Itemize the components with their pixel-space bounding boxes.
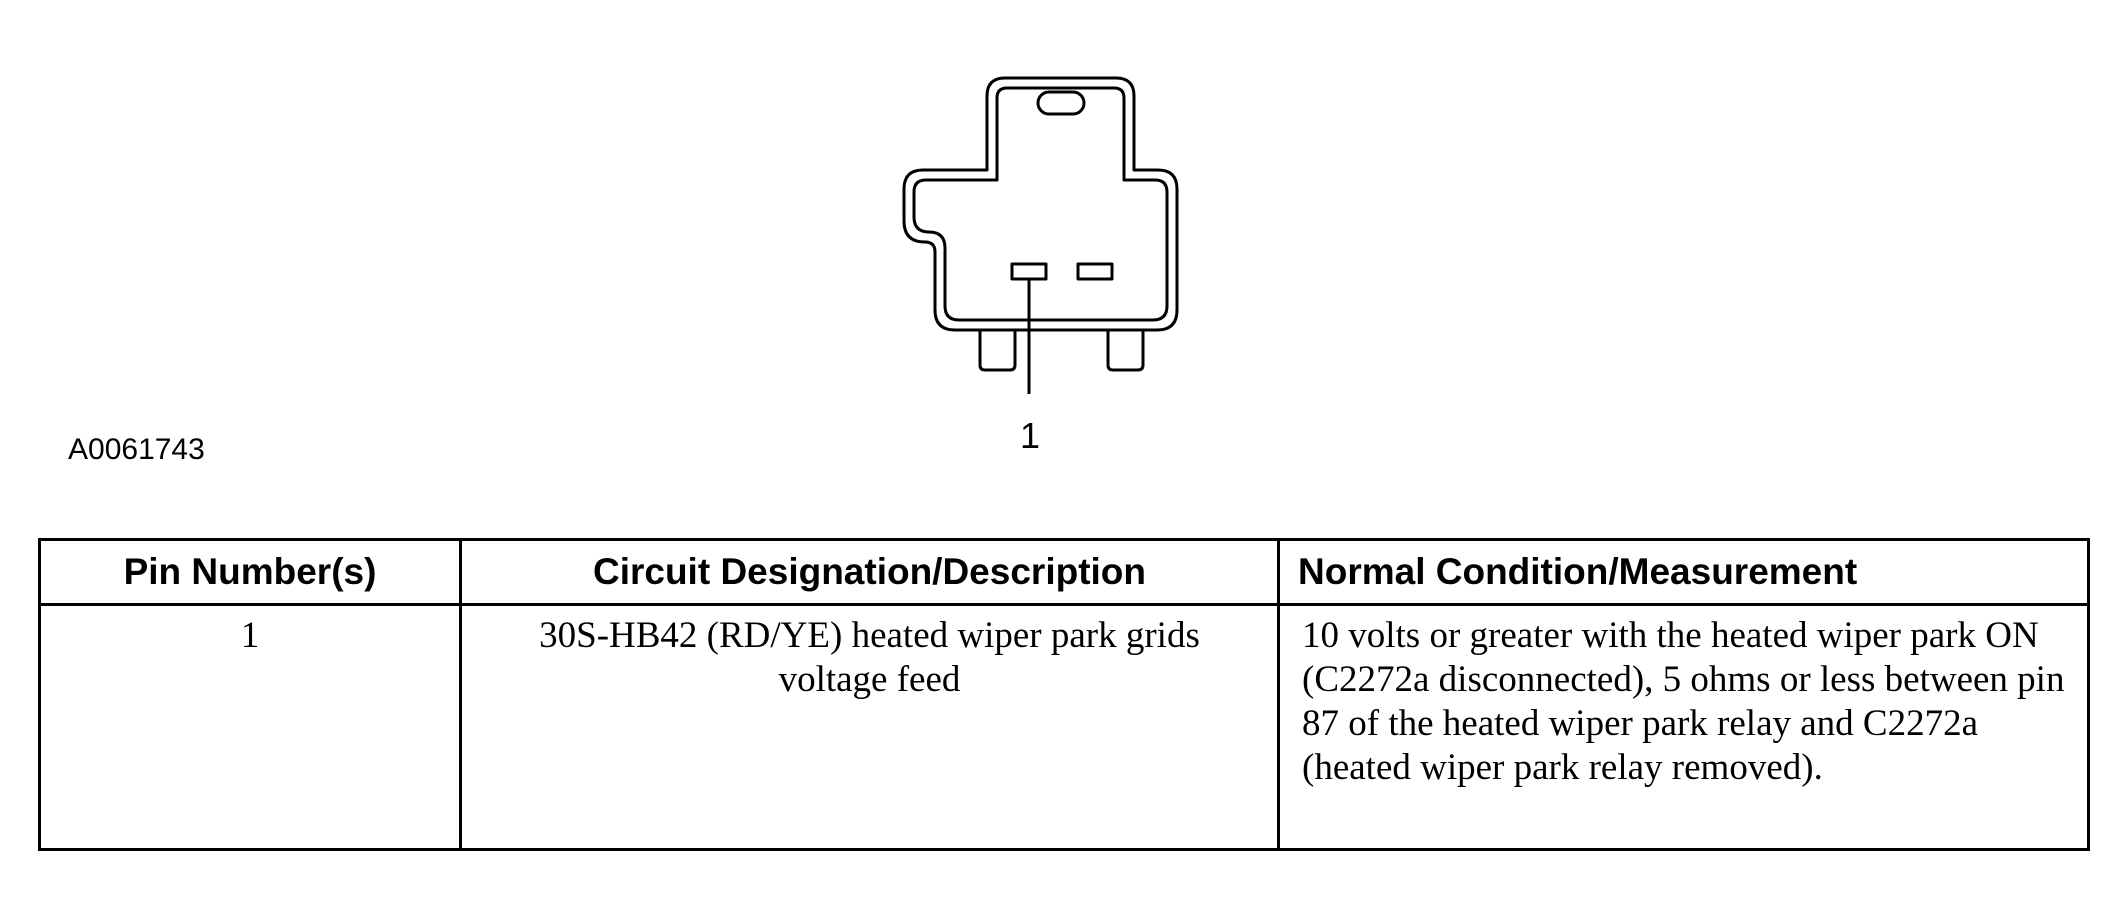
mounting-foot-left [978, 330, 1017, 372]
connector-housing-inner [912, 86, 1169, 322]
cell-normal-condition: 10 volts or greater with the heated wipe… [1277, 603, 2090, 851]
pin-1-terminal [1010, 262, 1048, 281]
figure-id: A0061743 [68, 433, 205, 466]
mounting-foot-right [1106, 330, 1145, 372]
connector-housing-outer [902, 76, 1179, 332]
latch-slot [1036, 90, 1086, 116]
cell-circuit-description: 30S-HB42 (RD/YE) heated wiper park grids… [459, 603, 1280, 851]
table-row: 1 30S-HB42 (RD/YE) heated wiper park gri… [38, 603, 2090, 851]
pin-2-terminal [1076, 262, 1114, 281]
header-normal-condition: Normal Condition/Measurement [1277, 538, 2090, 606]
table-header-row: Pin Number(s) Circuit Designation/Descri… [38, 538, 2090, 606]
cell-pin-number: 1 [38, 603, 462, 851]
callout-label-pin-1: 1 [1019, 415, 1041, 456]
header-circuit-description: Circuit Designation/Description [459, 538, 1280, 606]
pinout-table: Pin Number(s) Circuit Designation/Descri… [38, 538, 2090, 851]
connector-diagram [902, 76, 1179, 394]
header-pin-number: Pin Number(s) [38, 538, 462, 606]
